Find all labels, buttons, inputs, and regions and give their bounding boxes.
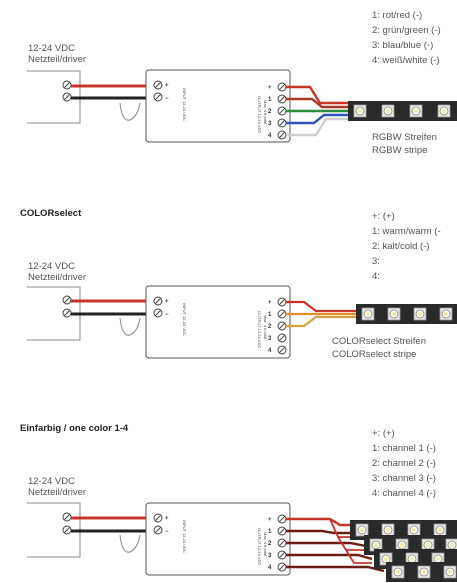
controller-box (145, 502, 291, 576)
pin-label: 4 (268, 348, 272, 354)
section-one-color: Einfarbig / one color 1-4 +: (+) 1: chan… (20, 423, 457, 582)
pin-label: 1 (268, 529, 272, 535)
legend-line: 4: weiß/white (-) (372, 55, 440, 66)
wire-rgbw-plus (286, 85, 348, 105)
led-stripe (356, 304, 457, 324)
legend-line: +: (+) (372, 211, 395, 222)
led-stripe (348, 101, 457, 121)
pin-label: 3 (268, 336, 272, 342)
wire-blue (286, 113, 348, 125)
input-rating-text: INPUT 12-24 VDC (182, 88, 187, 121)
output-rating-text: Max. 4 A total (263, 100, 268, 124)
input-rating-text: INPUT 12-24 VDC (182, 303, 187, 336)
controller-input-plus (153, 80, 163, 90)
stripe-label: COLORselect Streifen (332, 336, 426, 347)
driver-voltage-label: 12-24 VDC (28, 476, 75, 487)
pin-label: + (268, 517, 272, 523)
section-colorselect: COLORselect +: (+) 1: warm/warm (- 2: ka… (20, 208, 457, 360)
pin-label: + (165, 516, 169, 522)
legend-line: 3: (372, 256, 380, 267)
stripe-label: RGBW Streifen (372, 132, 437, 143)
legend-line: 2: kalt/cold (-) (372, 241, 430, 252)
pin-label: + (268, 300, 272, 306)
pin-label: 4 (268, 133, 272, 139)
mounting-clip (119, 317, 141, 336)
input-rating-text: INPUT 12-24 VDC (182, 520, 187, 553)
legend-line: 3: channel 3 (-) (372, 473, 436, 484)
stripe-label: COLORselect stripe (332, 349, 416, 360)
driver-voltage-label: 12-24 VDC (28, 261, 75, 272)
driver-name-label: Netzteil/driver (28, 272, 86, 283)
output-rating-text: Max. 4 A total (263, 315, 268, 339)
driver-name-label: Netzteil/driver (28, 487, 86, 498)
legend-line: 2: channel 2 (-) (372, 458, 436, 469)
wire-channel-2 (286, 541, 367, 548)
legend-line: 4: channel 4 (-) (372, 488, 436, 499)
wire-channel-4 (286, 565, 385, 573)
pin-label: 3 (268, 121, 272, 127)
pin-label: − (165, 529, 169, 535)
pin-label: 1 (268, 312, 272, 318)
mounting-clip (119, 102, 141, 121)
wire-channel-1 (286, 529, 352, 535)
legend-line: 1: warm/warm (- (372, 226, 441, 237)
pin-label: + (165, 83, 169, 89)
legend-line: +: (+) (372, 428, 395, 439)
driver-voltage-label: 12-24 VDC (28, 43, 75, 54)
section-title: COLORselect (20, 208, 82, 219)
pin-label: 2 (268, 324, 272, 330)
pin-label: + (268, 85, 272, 91)
stripe-label: RGBW stripe (372, 145, 427, 156)
wire-white (286, 117, 348, 137)
wire-plus (286, 517, 352, 527)
controller-input-minus (153, 92, 163, 102)
driver-terminal-minus (62, 92, 72, 102)
legend-line: 1: channel 1 (-) (372, 443, 436, 454)
pin-label: 2 (268, 109, 272, 115)
driver-terminal-plus (62, 80, 72, 90)
wire-plus (286, 300, 356, 313)
output-rating-text: OUTPUT 12-24 VDC (257, 311, 262, 348)
pin-label: 4 (268, 565, 272, 571)
wire-channel-3 (286, 553, 373, 561)
legend-line: 1: rot/red (-) (372, 10, 422, 21)
mounting-clip (119, 534, 141, 553)
wire-red (286, 97, 348, 109)
section-title: Einfarbig / one color 1-4 (20, 423, 129, 434)
pin-label: − (165, 312, 169, 318)
legend-line: 4: (372, 271, 380, 282)
driver-name-label: Netzteil/driver (28, 54, 86, 65)
output-rating-text: Max. 4 A total (263, 532, 268, 556)
controller-box (145, 69, 291, 143)
section-rgbw: 1: rot/red (-) 2: grün/green (-) 3: blau… (27, 10, 457, 156)
output-rating-text: OUTPUT 12-24 VDC (257, 528, 262, 565)
pin-label: 2 (268, 541, 272, 547)
pin-label: + (165, 299, 169, 305)
pin-label: 3 (268, 553, 272, 559)
pin-label: − (165, 96, 169, 102)
legend-line: 3: blau/blue (-) (372, 40, 433, 51)
wire-cold (286, 315, 356, 328)
pin-label: 1 (268, 97, 272, 103)
legend-line: 2: grün/green (-) (372, 25, 441, 36)
controller-box (145, 285, 291, 359)
output-rating-text: OUTPUT 12-24 VDC (257, 96, 262, 133)
